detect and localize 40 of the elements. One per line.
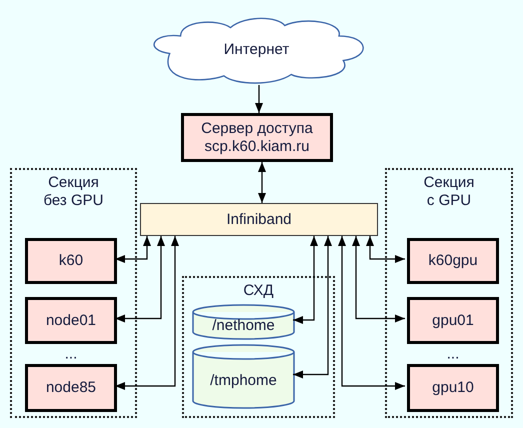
connector-arrow	[115, 236, 179, 390]
server-box	[181, 113, 333, 162]
node-box	[407, 364, 499, 412]
ellipsis-label: ...	[446, 346, 460, 362]
connector-arrow	[115, 236, 151, 263]
node-box	[25, 238, 117, 284]
node-box	[25, 364, 117, 412]
node-label: Секция без GPU	[42, 174, 104, 210]
section-frame	[10, 168, 137, 418]
node-label: gpu01	[432, 312, 474, 330]
connector-arrow	[338, 236, 405, 390]
node-label: node85	[46, 379, 96, 397]
ellipsis-label: ...	[64, 346, 78, 362]
connector-arrow	[258, 162, 266, 203]
node-label: Сервер доступа	[201, 120, 313, 138]
node-label: /nethome	[212, 317, 275, 335]
node-label: СХД	[242, 282, 275, 300]
node-label: k60	[58, 252, 84, 270]
section-frame	[385, 168, 513, 418]
node-label: node01	[46, 312, 96, 330]
node-box	[25, 297, 117, 344]
node-label: Секция с GPU	[422, 174, 476, 210]
node-label: Infiniband	[226, 210, 292, 228]
node-label: /tmphome	[210, 372, 277, 390]
node-label: Интернет	[224, 41, 290, 59]
connector-arrow	[255, 85, 263, 113]
node-box	[407, 238, 499, 284]
connector-arrow	[366, 236, 405, 263]
infiniband-bus	[140, 203, 378, 236]
storage-cylinder	[192, 305, 295, 339]
node-box	[407, 297, 499, 344]
storage-cylinder	[192, 345, 295, 408]
node-label: k60gpu	[428, 252, 478, 270]
node-label: gpu10	[432, 379, 474, 397]
connector-arrow	[293, 236, 332, 378]
connector-arrow	[115, 236, 165, 322]
connector-arrow	[293, 236, 318, 324]
node-label: scp.k60.kiam.ru	[204, 138, 310, 156]
section-frame	[182, 276, 335, 418]
connector-arrow	[352, 236, 405, 322]
